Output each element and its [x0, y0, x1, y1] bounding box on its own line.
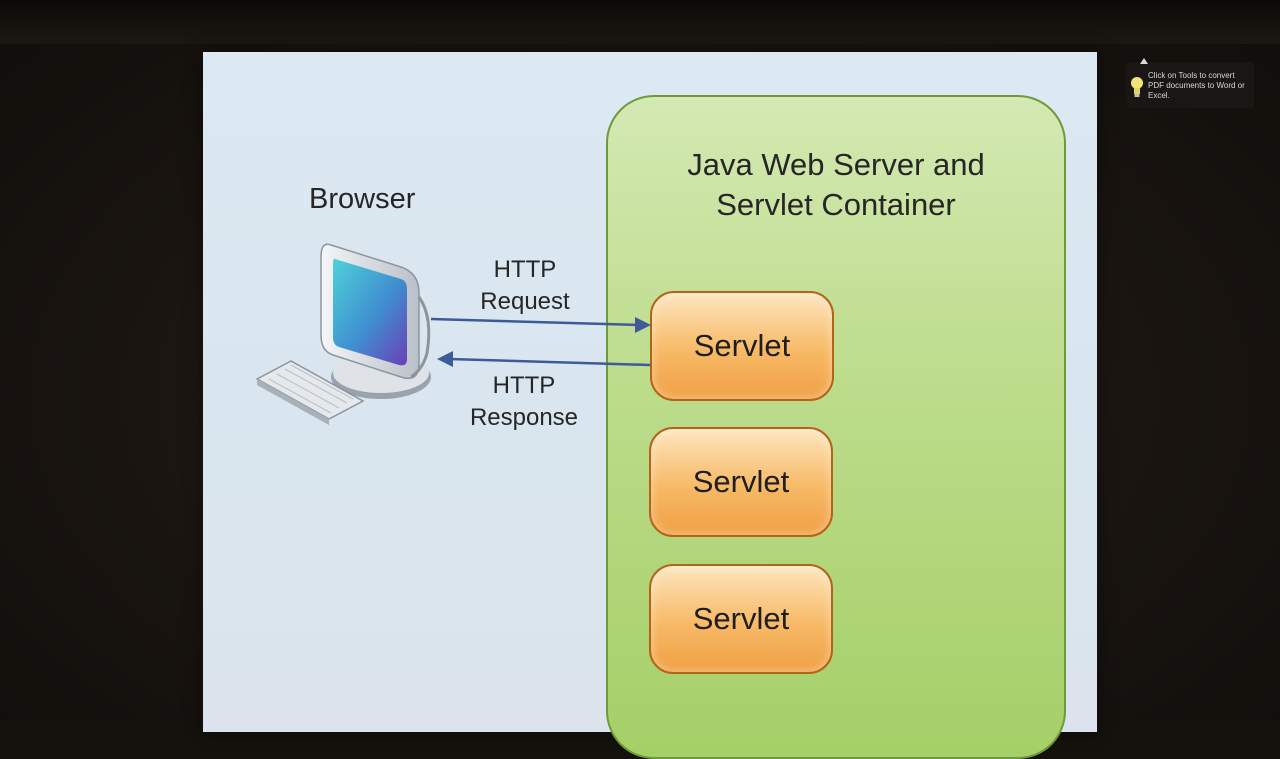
- http-request-label: HTTP Request: [480, 256, 570, 315]
- servlet-box-3: Servlet: [649, 564, 833, 674]
- servlet-label: Servlet: [692, 464, 790, 499]
- servlet-box-2: Servlet: [649, 427, 833, 537]
- http-response-label: HTTP Response: [469, 372, 579, 431]
- notification-tooltip[interactable]: Click on Tools to convert PDF documents …: [1126, 58, 1254, 108]
- arrows-layer: [430, 317, 651, 367]
- request-arrowhead: [635, 317, 651, 333]
- servlet-label: Servlet: [693, 328, 791, 363]
- servlet-box-1: Servlet: [650, 291, 834, 401]
- browser-label: Browser: [309, 183, 416, 215]
- notification-text: Click on Tools to convert PDF documents …: [1148, 71, 1245, 100]
- projected-slide: Java Web Server and Servlet Container Se…: [203, 52, 1097, 759]
- lightbulb-icon: [1131, 77, 1143, 97]
- top-dark-band: [0, 0, 1280, 44]
- caret-up-icon: [1140, 58, 1148, 64]
- request-arrow: [430, 317, 641, 327]
- container-title: Java Web Server and Servlet Container: [687, 147, 985, 222]
- computer-icon: [255, 243, 431, 425]
- response-arrowhead: [437, 351, 453, 367]
- response-arrow: [448, 357, 651, 367]
- servlet-label: Servlet: [692, 601, 790, 636]
